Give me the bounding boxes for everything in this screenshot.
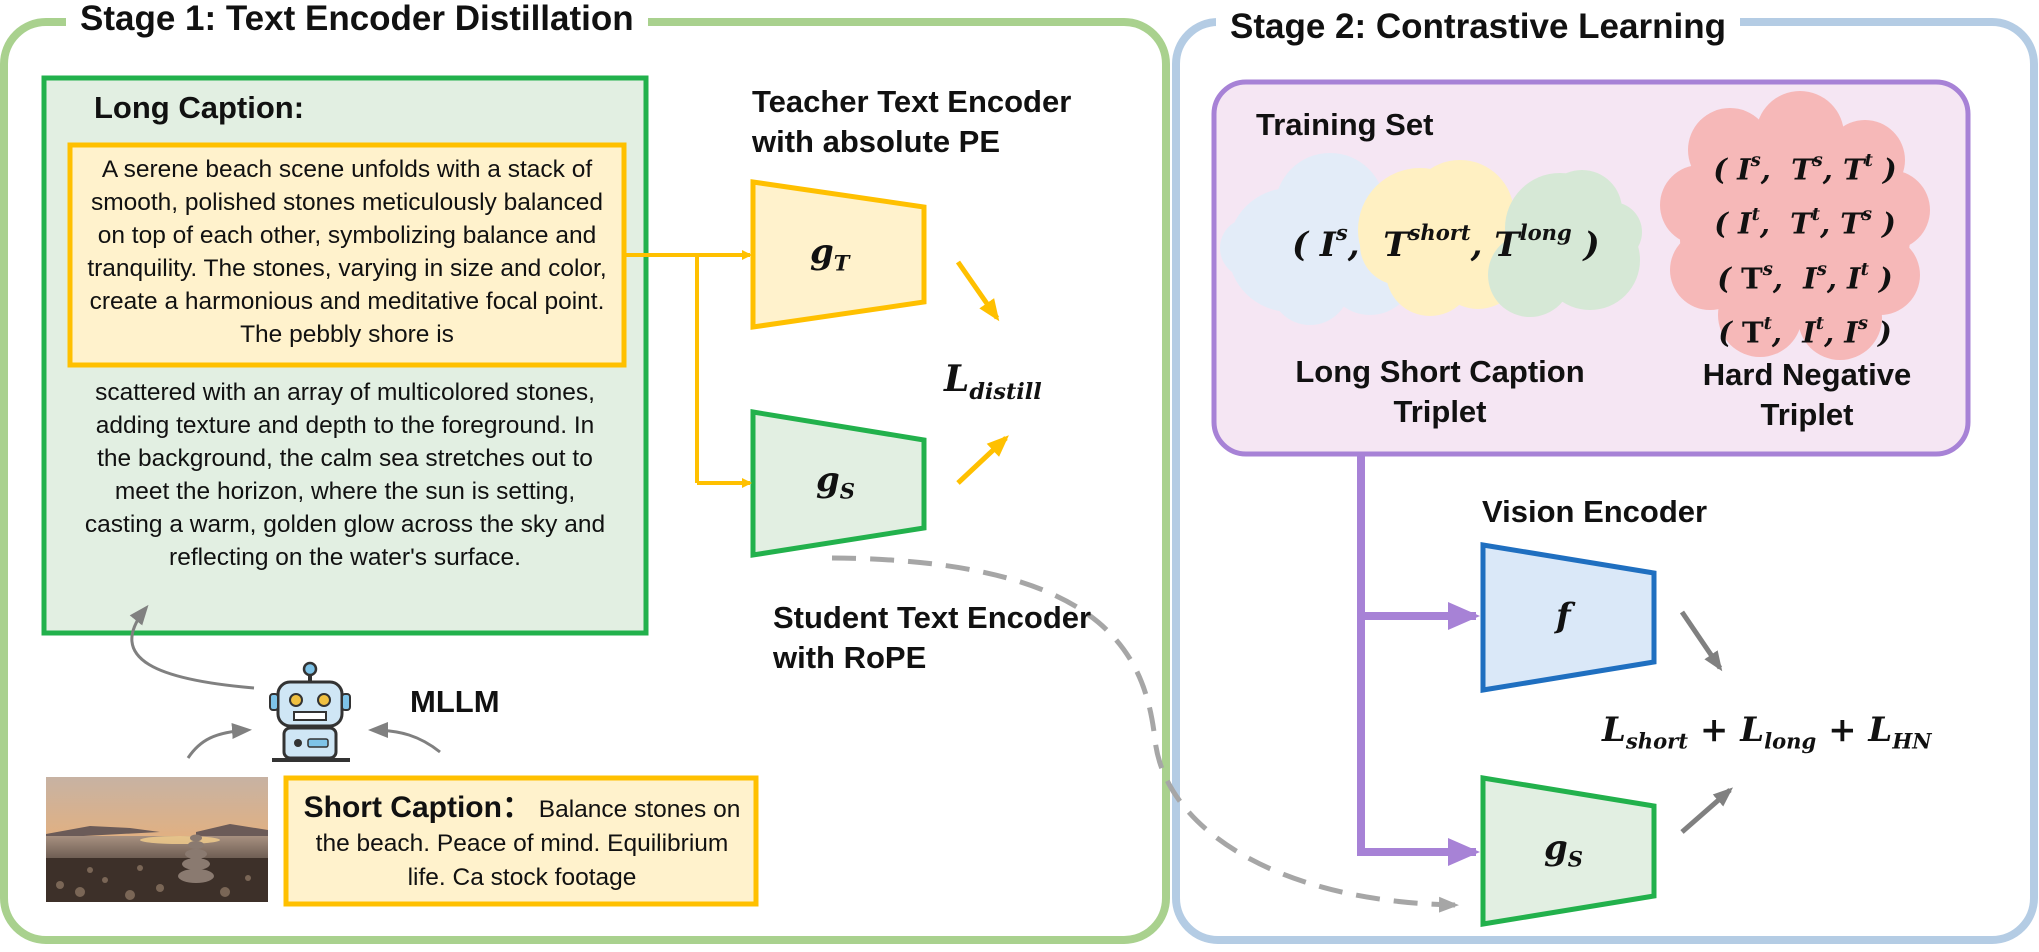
- distill-loss-sub: distill: [969, 378, 1042, 405]
- stage1-title: Stage 1: Text Encoder Distillation: [66, 0, 648, 39]
- vision-encoder-shape: [1480, 542, 1657, 693]
- teacher-symbol: gT: [810, 232, 849, 275]
- hard-negative-cloud: [1660, 91, 1930, 360]
- contrastive-loss: Lshort + Llong + LHN: [1602, 710, 1932, 753]
- long-short-triplet-formula: ( Is, Tshort, Tlong ): [1292, 220, 1600, 265]
- loss-plus-2: +: [1828, 710, 1857, 750]
- loss-hn-base: L: [1868, 710, 1893, 750]
- teacher-encoder-shape: [750, 179, 927, 330]
- loss-short-sub: short: [1625, 728, 1688, 754]
- teacher-to-loss-arrow: [955, 260, 1000, 322]
- long-caption-highlighted-text: A serene beach scene unfolds with a stac…: [87, 156, 607, 348]
- teacher-symbol-base: g: [810, 232, 834, 272]
- teacher-symbol-sub: T: [833, 250, 850, 276]
- vision-encoder-symbol: f: [1556, 596, 1571, 636]
- short-caption-box: [283, 775, 759, 907]
- image-to-robot-arrow: [186, 722, 252, 759]
- loss-short-base: L: [1602, 710, 1626, 750]
- student-encoder-label: Student Text Encoder with RoPE: [773, 600, 1092, 675]
- student-to-loss-arrow: [956, 435, 1009, 485]
- student-symbol-base: g: [816, 460, 840, 500]
- mllm-label: MLLM: [410, 684, 500, 719]
- student-encoder-shape: [750, 409, 927, 558]
- long-short-triplet-label: Long Short Caption Triplet: [1295, 354, 1585, 429]
- loss-hn-sub: HN: [1892, 728, 1932, 754]
- loss-long-sub: long: [1764, 728, 1817, 754]
- stage2-text-encoder-shape: [1480, 775, 1657, 927]
- hard-negative-triplet-2: ( It, Tt, Ts ): [1714, 204, 1896, 241]
- short-caption-content: Short Caption： Balance stones on the bea…: [300, 791, 744, 895]
- vision-encoder-label: Vision Encoder: [1482, 494, 1708, 529]
- training-set-heading: Training Set: [1256, 107, 1434, 142]
- robot-icon: [269, 661, 351, 762]
- teacher-encoder-label: Teacher Text Encoder with absolute PE: [752, 84, 1072, 159]
- vision-to-loss-arrow: [1679, 610, 1723, 672]
- robot-to-caption-arrow: [129, 604, 255, 690]
- long-caption-heading: Long Caption:: [94, 90, 305, 125]
- loss-long-base: L: [1740, 710, 1765, 750]
- long-caption-rest-text: scattered with an array of multicolored …: [84, 379, 606, 571]
- triplet-clouds: [1220, 153, 1642, 325]
- student-transfer-dashed-arrow: [831, 555, 1459, 913]
- hard-negative-triplet-4: ( Tt, It, Is ): [1718, 313, 1892, 350]
- short-caption-heading: Short Caption：: [303, 791, 532, 824]
- hard-negative-triplet-3: ( Ts, Is, It ): [1717, 258, 1893, 296]
- stage2-title: Stage 2: Contrastive Learning: [1216, 7, 1740, 47]
- hard-negative-triplets: ( Is, Ts, Tt ) ( It, Tt, Ts ) ( Ts, Is, …: [1700, 138, 1910, 356]
- text-to-robot-arrow: [368, 722, 441, 754]
- text-to-loss-arrow: [1680, 787, 1734, 834]
- beach-photo: [46, 777, 268, 902]
- student-symbol: gS: [816, 460, 855, 503]
- stage2-text-encoder-symbol: gS: [1544, 828, 1583, 871]
- loss-plus-1: +: [1699, 710, 1729, 750]
- stage2-text-encoder-symbol-base: g: [1544, 828, 1568, 868]
- long-caption-highlight: [67, 142, 627, 368]
- short-caption-text: Balance stones on the beach. Peace of mi…: [315, 796, 741, 891]
- hard-negative-triplet-1: ( Is, Ts, Tt ): [1713, 150, 1897, 187]
- student-symbol-sub: S: [839, 478, 856, 504]
- distill-loss-base: L: [944, 358, 970, 400]
- distill-loss: Ldistill: [944, 358, 1042, 405]
- stage2-text-encoder-symbol-sub: S: [1567, 846, 1584, 872]
- hard-negative-triplet-label: Hard Negative Triplet: [1702, 357, 1912, 432]
